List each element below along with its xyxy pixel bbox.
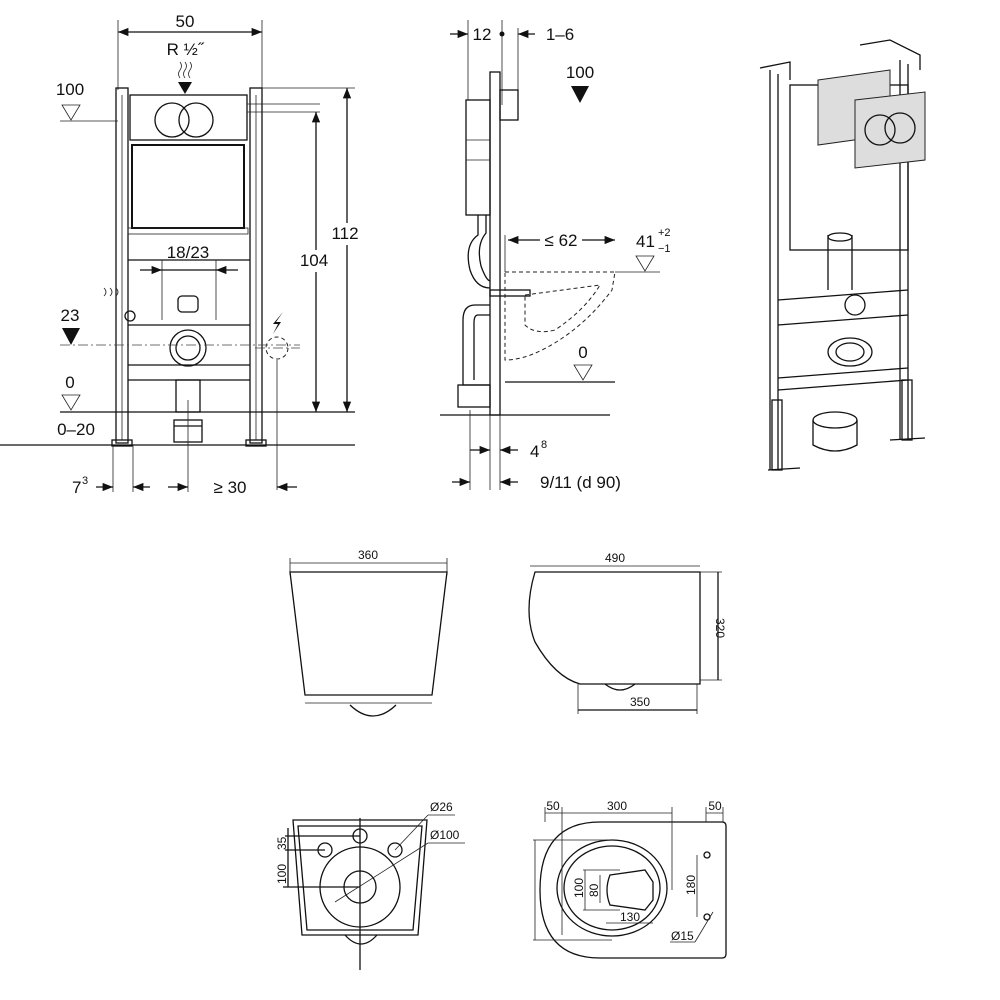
bowl-width-label: 360 xyxy=(358,548,378,562)
level-0-label: 0 xyxy=(578,343,587,362)
top-80-label: 80 xyxy=(587,883,601,897)
side-frame-view: 12 1–6 100 ≤ 62 41 +2 −1 0 xyxy=(440,20,671,492)
bowl-back-view: 35 100 Ø26 Ø100 xyxy=(275,800,465,970)
level-100-label: 100 xyxy=(566,63,594,82)
water-inlet-icon xyxy=(178,61,192,94)
tolerance-plus-label: +2 xyxy=(658,227,671,239)
top-300-label: 300 xyxy=(607,799,627,813)
bowl-depth-label: 350 xyxy=(630,695,650,709)
level-23-label: 23 xyxy=(61,306,80,325)
bowl-height-label: 320 xyxy=(713,618,727,638)
offset-4-sup: 8 xyxy=(541,439,547,451)
range-1-6-label: 1–6 xyxy=(546,25,574,44)
bowl-side-view: 490 320 350 xyxy=(528,551,727,714)
d100-label: Ø100 xyxy=(430,828,460,842)
top-180-label: 180 xyxy=(684,875,698,895)
max-62-label: ≤ 62 xyxy=(545,231,578,250)
top-50b-label: 50 xyxy=(708,799,722,813)
level-0-label: 0 xyxy=(65,373,74,392)
bowl-length-label: 490 xyxy=(605,551,625,565)
back-100-label: 100 xyxy=(275,864,289,884)
frame-3d-render xyxy=(759,39,926,471)
range-0-20-label: 0–20 xyxy=(57,420,95,439)
bowl-front-view: 360 xyxy=(289,548,448,717)
front-frame-view: 50 R ½˝ 18/23 xyxy=(0,12,362,497)
drain-icon xyxy=(103,287,119,297)
electrical-icon xyxy=(273,312,283,334)
offset-4-label: 4 xyxy=(530,442,539,461)
width-label: 50 xyxy=(176,12,195,31)
top-130-label: 130 xyxy=(620,910,640,924)
offset-7-sup: 3 xyxy=(82,475,88,487)
min-30-label: ≥ 30 xyxy=(214,478,247,497)
pipe-label: 9/11 (d 90) xyxy=(540,473,621,492)
depth-12-label: 12 xyxy=(473,25,492,44)
tolerance-minus-label: −1 xyxy=(658,243,671,255)
level-41-label: 41 xyxy=(636,232,655,251)
d15-label: Ø15 xyxy=(671,929,694,943)
level-100-label: 100 xyxy=(56,80,84,99)
top-100-label: 100 xyxy=(572,878,586,898)
back-35-label: 35 xyxy=(275,836,289,850)
offset-7-label: 7 xyxy=(72,478,81,497)
water-inlet-label: R ½˝ xyxy=(167,40,205,59)
bowl-top-view: 50 300 50 100 80 130 180 Ø15 xyxy=(533,799,727,959)
top-50a-label: 50 xyxy=(546,799,560,813)
height-104-label: 104 xyxy=(300,251,328,270)
d26-label: Ø26 xyxy=(430,800,453,814)
height-112-label: 112 xyxy=(331,224,358,243)
spacing-label: 18/23 xyxy=(167,243,210,262)
